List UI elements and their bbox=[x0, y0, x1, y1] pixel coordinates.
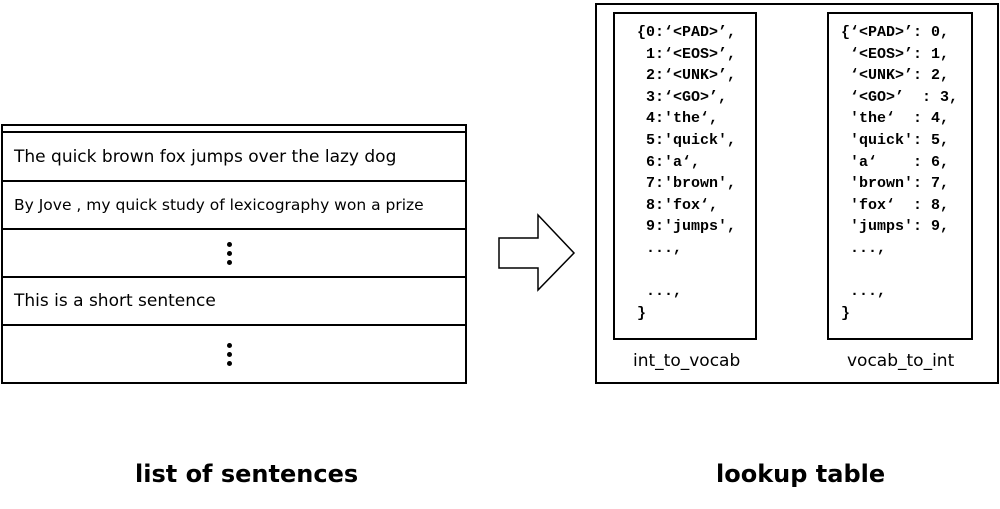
int-to-vocab-box: {0:‘<PAD>’, 1:‘<EOS>’, 2:‘<UNK>’, 3:‘<GO… bbox=[613, 12, 757, 340]
sentence-text: By Jove , my quick study of lexicography… bbox=[14, 196, 424, 214]
code-line: 1:‘<EOS>’, bbox=[637, 45, 737, 63]
top-rule bbox=[3, 131, 465, 133]
code-line: 4:'the‘, bbox=[637, 110, 719, 128]
code-line: 'fox‘ : 8, bbox=[841, 196, 950, 214]
code-line bbox=[841, 260, 971, 282]
sentence-list: The quick brown fox jumps over the lazy … bbox=[1, 124, 467, 384]
code-line: 'quick': 5, bbox=[841, 131, 950, 149]
vertical-ellipsis-icon bbox=[227, 241, 232, 265]
code-line: 5:'quick', bbox=[637, 131, 737, 149]
code-line: 'a‘ : 6, bbox=[841, 153, 950, 171]
code-line: ..., bbox=[637, 283, 683, 301]
code-line: ..., bbox=[637, 239, 683, 257]
code-line: ..., bbox=[841, 239, 887, 257]
code-line: 'the‘ : 4, bbox=[841, 110, 950, 128]
code-line: 'jumps': 9, bbox=[841, 218, 950, 236]
caption-list-of-sentences: list of sentences bbox=[135, 460, 359, 488]
lookup-table-panel: {0:‘<PAD>’, 1:‘<EOS>’, 2:‘<UNK>’, 3:‘<GO… bbox=[595, 3, 999, 384]
code-line: 7:'brown', bbox=[637, 175, 737, 193]
sentence-row-4: This is a short sentence bbox=[3, 278, 465, 326]
code-line: ‘<UNK>’: 2, bbox=[841, 67, 950, 85]
ellipsis-row bbox=[3, 326, 465, 382]
vocab-to-int-label: vocab_to_int bbox=[847, 351, 955, 371]
code-line: {‘<PAD>’: 0, bbox=[841, 24, 950, 41]
code-line: 2:‘<UNK>’, bbox=[637, 67, 737, 85]
sentence-row-1: The quick brown fox jumps over the lazy … bbox=[3, 133, 465, 182]
code-line: } bbox=[841, 304, 851, 322]
code-line: {0:‘<PAD>’, bbox=[637, 24, 737, 41]
code-line: 8:'fox‘, bbox=[637, 196, 719, 214]
code-line: 3:‘<GO>’, bbox=[637, 88, 728, 106]
caption-lookup-table: lookup table bbox=[716, 460, 886, 488]
code-line bbox=[637, 260, 755, 282]
code-line: ‘<GO>’ : 3, bbox=[841, 88, 959, 106]
code-line: } bbox=[637, 304, 647, 322]
sentence-text: The quick brown fox jumps over the lazy … bbox=[14, 146, 397, 167]
vocab-to-int-box: {‘<PAD>’: 0, ‘<EOS>’: 1, ‘<UNK>’: 2, ‘<G… bbox=[827, 12, 973, 340]
right-arrow-icon bbox=[498, 213, 576, 292]
code-line: ‘<EOS>’: 1, bbox=[841, 45, 950, 63]
ellipsis-row bbox=[3, 230, 465, 278]
vertical-ellipsis-icon bbox=[227, 342, 232, 366]
code-line: 6:'a‘, bbox=[637, 153, 701, 171]
sentence-text: This is a short sentence bbox=[14, 291, 216, 311]
int-to-vocab-label: int_to_vocab bbox=[633, 351, 741, 371]
code-line: 'brown': 7, bbox=[841, 175, 950, 193]
code-line: 9:'jumps', bbox=[637, 218, 737, 236]
sentence-row-2: By Jove , my quick study of lexicography… bbox=[3, 182, 465, 230]
code-line: ..., bbox=[841, 283, 887, 301]
